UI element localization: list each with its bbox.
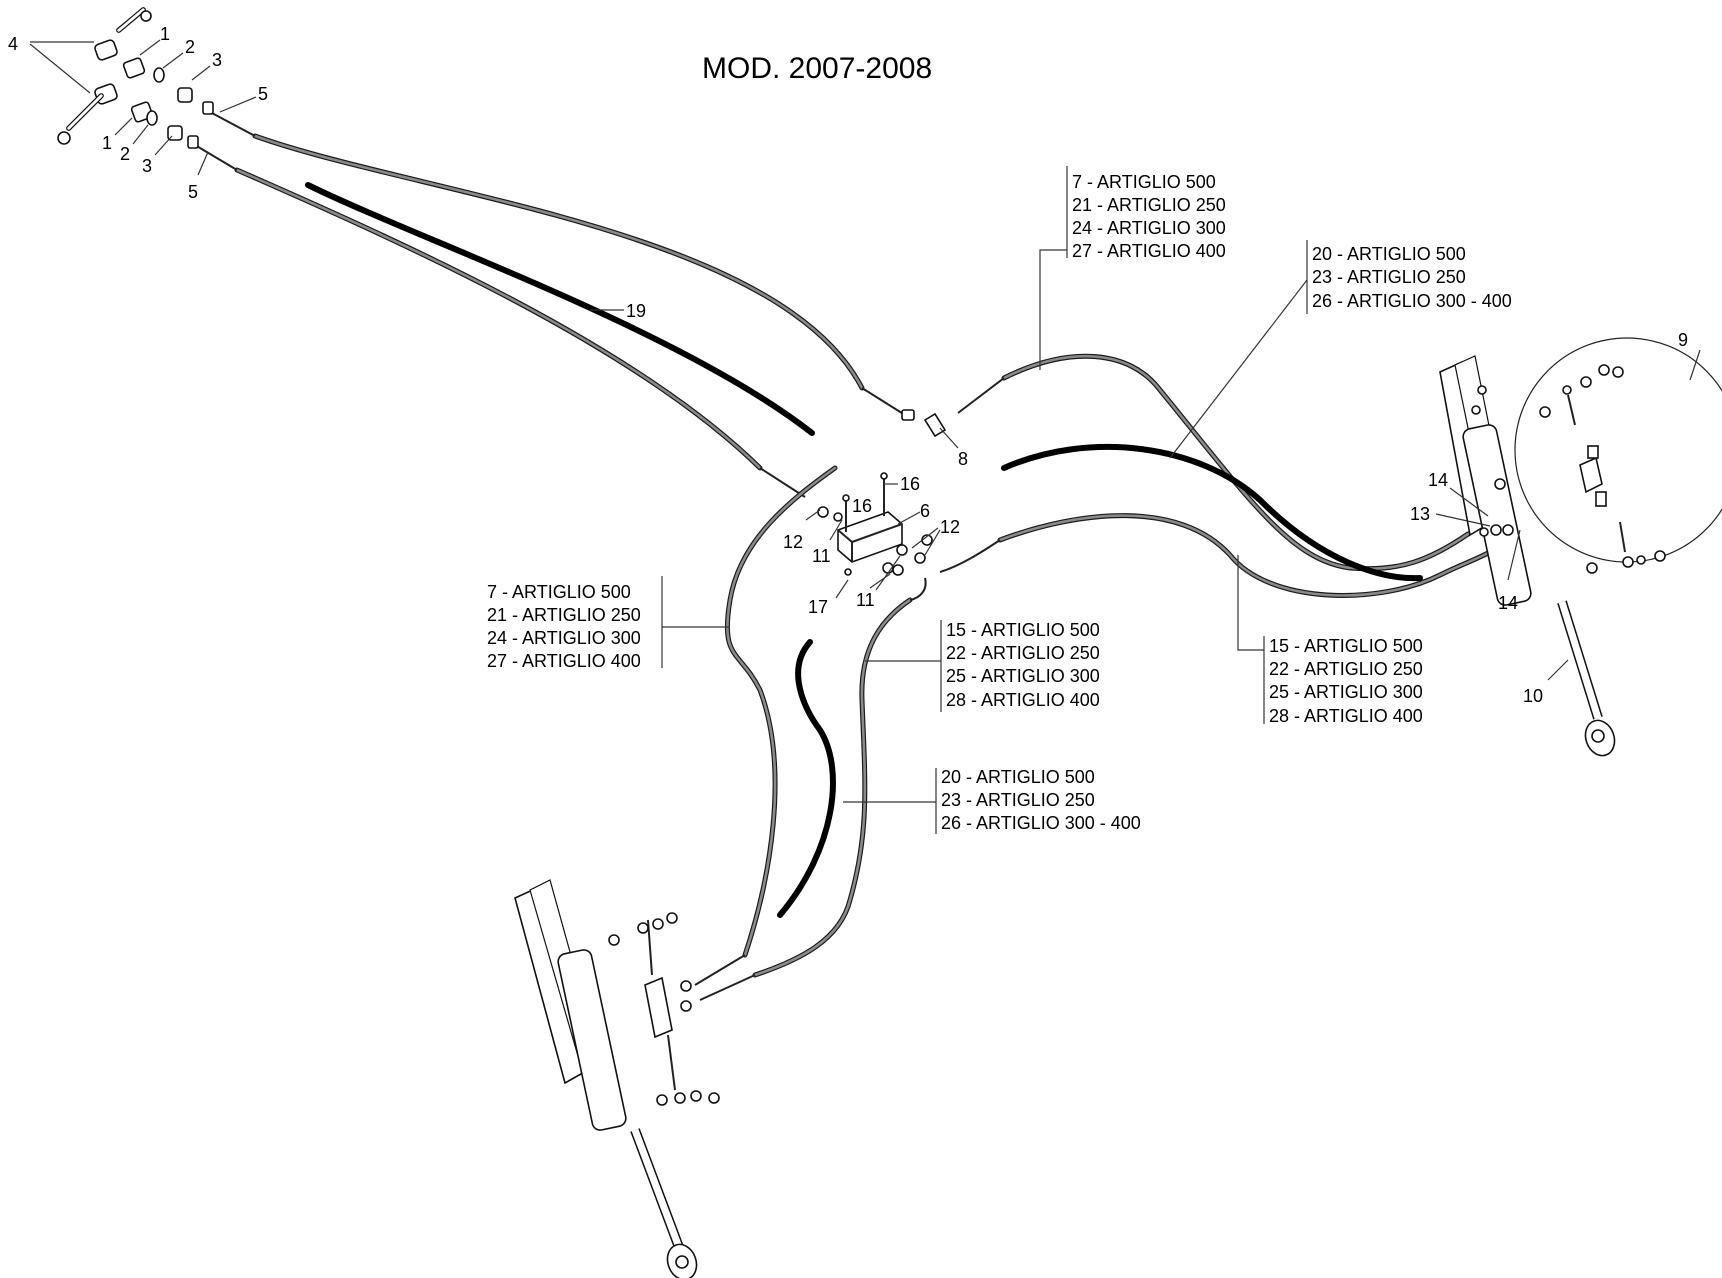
legend-line: 22 - ARTIGLIO 250 <box>946 643 1100 663</box>
cylinder-left <box>514 879 720 1278</box>
legend-line: 23 - ARTIGLIO 250 <box>1312 267 1466 287</box>
callout-9: 9 <box>1678 330 1688 350</box>
hose-upper-left-a <box>209 111 906 416</box>
legend-line: 25 - ARTIGLIO 300 <box>1269 682 1423 702</box>
legend-line: 21 - ARTIGLIO 250 <box>487 605 641 625</box>
callouts: 4 1 2 3 5 1 2 3 5 19 8 16 16 6 12 11 12 <box>8 24 1701 706</box>
legend-line: 26 - ARTIGLIO 300 - 400 <box>1312 291 1512 311</box>
legend-line: 15 - ARTIGLIO 500 <box>946 620 1100 640</box>
callout-12b: 12 <box>940 517 960 537</box>
legend-right: 15 - ARTIGLIO 500 22 - ARTIGLIO 250 25 -… <box>1237 555 1423 726</box>
hose-top-center <box>957 353 1471 572</box>
callout-5b: 5 <box>188 182 198 202</box>
callout-8: 8 <box>958 449 968 469</box>
tube-bottom <box>777 639 836 918</box>
distributor-block <box>817 409 947 576</box>
callout-1b: 1 <box>102 133 112 153</box>
callout-13: 13 <box>1410 504 1430 524</box>
callout-3b: 3 <box>142 156 152 176</box>
tube-top-right <box>1001 443 1423 582</box>
legend-line: 20 - ARTIGLIO 500 <box>941 767 1095 787</box>
legend-line: 28 - ARTIGLIO 400 <box>1269 706 1423 726</box>
legend-line: 7 - ARTIGLIO 500 <box>487 582 631 602</box>
legend-line: 25 - ARTIGLIO 300 <box>946 666 1100 686</box>
callout-10: 10 <box>1523 686 1543 706</box>
quick-coupler-set <box>57 7 214 149</box>
callout-2a: 2 <box>185 37 195 57</box>
hose-right-lower <box>939 513 1493 598</box>
callout-4: 4 <box>8 34 18 54</box>
hose-upper-left-b <box>194 144 806 498</box>
callout-16a: 16 <box>900 474 920 494</box>
legend-line: 28 - ARTIGLIO 400 <box>946 690 1100 710</box>
diagram-title: MOD. 2007-2008 <box>702 52 932 85</box>
callout-5a: 5 <box>258 84 268 104</box>
hose-left-long <box>694 465 838 986</box>
legend-line: 20 - ARTIGLIO 500 <box>1312 244 1466 264</box>
tube-19 <box>305 182 815 436</box>
legend-left: 7 - ARTIGLIO 500 21 - ARTIGLIO 250 24 - … <box>487 576 730 671</box>
callout-11a: 11 <box>812 546 831 566</box>
callout-14b: 14 <box>1498 593 1518 613</box>
callout-17: 17 <box>808 597 828 617</box>
callout-14a: 14 <box>1428 470 1448 490</box>
legend-line: 26 - ARTIGLIO 300 - 400 <box>941 813 1141 833</box>
callout-19: 19 <box>626 301 646 321</box>
legend-line: 24 - ARTIGLIO 300 <box>1072 218 1226 238</box>
legend-bottom: 20 - ARTIGLIO 500 23 - ARTIGLIO 250 26 -… <box>843 767 1141 834</box>
callout-12a: 12 <box>783 532 803 552</box>
legend-line: 24 - ARTIGLIO 300 <box>487 628 641 648</box>
legend-top-center: 7 - ARTIGLIO 500 21 - ARTIGLIO 250 24 - … <box>1039 166 1226 370</box>
legend-line: 22 - ARTIGLIO 250 <box>1269 659 1423 679</box>
legend-line: 27 - ARTIGLIO 400 <box>1072 241 1226 261</box>
callout-3a: 3 <box>212 50 222 70</box>
legend-line: 7 - ARTIGLIO 500 <box>1072 172 1216 192</box>
legend-line: 21 - ARTIGLIO 250 <box>1072 195 1226 215</box>
callout-2b: 2 <box>120 144 130 164</box>
callout-16b: 16 <box>852 496 872 516</box>
callout-11b: 11 <box>856 590 875 610</box>
cylinder-right <box>1439 355 1616 757</box>
legend-line: 15 - ARTIGLIO 500 <box>1269 636 1423 656</box>
legend-middle: 15 - ARTIGLIO 500 22 - ARTIGLIO 250 25 -… <box>865 620 1100 712</box>
legend-top-right: 20 - ARTIGLIO 500 23 - ARTIGLIO 250 26 -… <box>1169 240 1512 459</box>
detail-circle-9 <box>1514 337 1722 574</box>
hose-middle-long <box>699 577 927 1001</box>
callout-1a: 1 <box>160 24 170 44</box>
legend-line: 27 - ARTIGLIO 400 <box>487 651 641 671</box>
legend-line: 23 - ARTIGLIO 250 <box>941 790 1095 810</box>
callout-6: 6 <box>920 501 930 521</box>
